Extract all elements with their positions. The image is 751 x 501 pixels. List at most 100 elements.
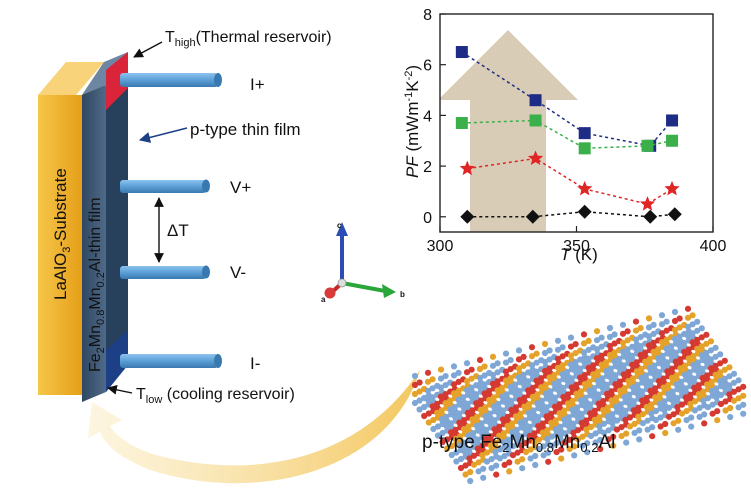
lattice-atom	[512, 390, 519, 397]
lattice-atom	[533, 377, 540, 384]
v-minus-label: V-	[230, 263, 246, 282]
lattice-atom	[646, 365, 653, 372]
lattice-atom	[424, 378, 432, 385]
lattice-atom	[554, 337, 562, 344]
lattice-atom	[613, 394, 620, 401]
lattice-atom	[572, 359, 579, 366]
lattice-atom	[673, 372, 680, 379]
lattice-atom	[437, 384, 445, 391]
lattice-atom	[486, 396, 493, 404]
lattice-atom	[559, 371, 566, 378]
lattice-atom	[470, 452, 478, 459]
lattice-atom	[610, 433, 617, 440]
lattice-atom	[677, 365, 684, 372]
lattice-atom	[477, 397, 484, 404]
lattice-atom	[496, 446, 504, 453]
lattice-atom	[470, 461, 478, 468]
lattice-atom	[606, 342, 614, 350]
lattice-atom	[557, 423, 564, 430]
lattice-atom	[625, 377, 632, 385]
lattice-atom	[457, 442, 464, 449]
lattice-atom	[618, 424, 625, 431]
lattice-atom	[437, 375, 445, 382]
data-point	[641, 139, 654, 152]
lattice-atom	[437, 393, 445, 400]
lattice-atom	[465, 432, 472, 439]
lattice-atom	[469, 407, 476, 414]
lattice-atom	[517, 410, 524, 417]
lattice-atom	[488, 465, 495, 472]
lattice-atom	[545, 458, 552, 465]
lattice-atom	[637, 334, 644, 341]
lattice-atom	[468, 393, 475, 400]
lattice-atom	[639, 411, 647, 418]
lattice-atom	[604, 413, 611, 420]
lattice-atom	[548, 419, 555, 426]
lattice-atom	[713, 394, 720, 401]
lattice-atom	[655, 346, 662, 353]
lattice-atom	[500, 439, 507, 446]
lattice-atom	[586, 378, 593, 385]
lattice-atom	[442, 373, 449, 380]
lattice-atom	[717, 369, 724, 376]
lattice-atom	[611, 349, 618, 356]
lattice-atom	[730, 397, 738, 404]
lattice-atom	[557, 432, 564, 439]
lattice-atom	[553, 440, 560, 447]
lattice-atom	[685, 355, 692, 362]
lattice-atom	[437, 366, 445, 373]
lattice-atom	[462, 471, 469, 478]
lattice-atom	[610, 442, 617, 449]
lattice-atom	[643, 403, 650, 411]
lattice-atom	[416, 379, 423, 386]
lattice-atom	[642, 358, 649, 365]
lattice-atom	[541, 358, 549, 366]
lattice-atom	[577, 365, 584, 372]
axis-a-label: a	[321, 295, 326, 304]
lattice-atom	[424, 387, 432, 394]
data-point	[667, 207, 682, 222]
lattice-atom	[709, 410, 716, 417]
lattice-atom	[567, 343, 575, 350]
i-plus-label: I+	[250, 75, 265, 94]
lattice-atom	[668, 365, 676, 372]
lattice-atom	[535, 414, 542, 421]
lattice-atom	[528, 371, 536, 378]
lattice-atom	[526, 432, 533, 439]
lattice-atom	[547, 397, 554, 404]
lattice-atom	[624, 346, 631, 353]
lattice-atom	[525, 401, 533, 408]
lattice-atom	[512, 404, 520, 411]
lattice-atom	[678, 378, 685, 385]
lattice-atom	[455, 387, 462, 394]
lattice-atom	[597, 445, 604, 453]
lattice-atom	[689, 321, 696, 328]
lattice-atom	[530, 416, 537, 423]
lattice-atom	[596, 414, 603, 421]
lattice-atom	[740, 392, 747, 399]
lattice-atom	[591, 416, 598, 423]
lattice-atom	[675, 417, 682, 424]
lattice-atom	[476, 374, 484, 382]
lattice-atom	[506, 459, 513, 466]
lattice-atom	[587, 410, 594, 417]
lattice-atom	[567, 361, 575, 368]
lattice-atom	[686, 378, 693, 385]
lattice-atom	[455, 369, 462, 376]
lattice-atom	[574, 436, 582, 443]
lattice-atom	[662, 420, 669, 428]
lattice-atom	[630, 398, 637, 405]
lattice-atom	[717, 378, 724, 385]
lattice-atom	[513, 426, 520, 434]
lattice-atom	[606, 333, 614, 341]
lattice-atom	[429, 394, 436, 401]
lattice-atom	[676, 324, 683, 331]
data-point	[577, 204, 592, 219]
lattice-atom	[649, 424, 656, 431]
lattice-atom	[712, 353, 719, 360]
data-point	[643, 209, 658, 224]
lattice-atom	[444, 445, 451, 452]
lattice-atom	[535, 445, 543, 452]
lattice-atom	[638, 374, 645, 381]
